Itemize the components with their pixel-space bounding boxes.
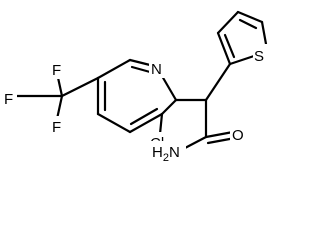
bond-c3-c2 [216, 31, 232, 66]
atom-f-top: F [52, 62, 61, 79]
bond-c3-cf3 [60, 76, 100, 98]
atom-f-left: F [4, 91, 13, 108]
bond-c6-cl [158, 112, 164, 136]
bond-amide-c-n [183, 135, 208, 150]
bonds [15, 10, 268, 150]
structure-diagram: N S Cl O H2N F F F [2, 10, 269, 168]
atom-o-carbonyl: O [232, 127, 244, 144]
atom-n-pyridine: N [151, 61, 162, 78]
bond-amide-c-o [204, 130, 235, 139]
bond-c5-c4 [236, 10, 264, 24]
bond-c4-c5 [96, 112, 132, 134]
atom-nh2-subscript: 2 [163, 152, 169, 164]
atom-s-thiophene: S [254, 48, 264, 65]
bond-c3-c2-inner [223, 33, 236, 59]
bond-th-c2-s [228, 54, 256, 66]
bond-c5-c4-inner [238, 18, 258, 30]
atom-labels: N S Cl O H2N F F F [2, 44, 269, 168]
bond-n-c1 [160, 74, 178, 102]
bond-c5-c6 [128, 112, 164, 134]
atom-nh2: H2N [152, 144, 180, 164]
bond-c6-c1 [160, 98, 178, 116]
atom-f-bottom: F [52, 119, 61, 136]
bond-c5-c6-inner [129, 107, 159, 126]
bond-c4-c3 [216, 10, 240, 35]
atom-nh2-h: H [152, 144, 163, 161]
atom-nh2-n: N [169, 144, 180, 161]
bond-n-c2-inner [130, 65, 152, 74]
bond-c2-c3 [96, 58, 132, 80]
bond-ch-th-c2 [204, 62, 232, 102]
bond-s-c5 [260, 20, 268, 46]
bond-cf3-f-bottom [55, 94, 64, 121]
